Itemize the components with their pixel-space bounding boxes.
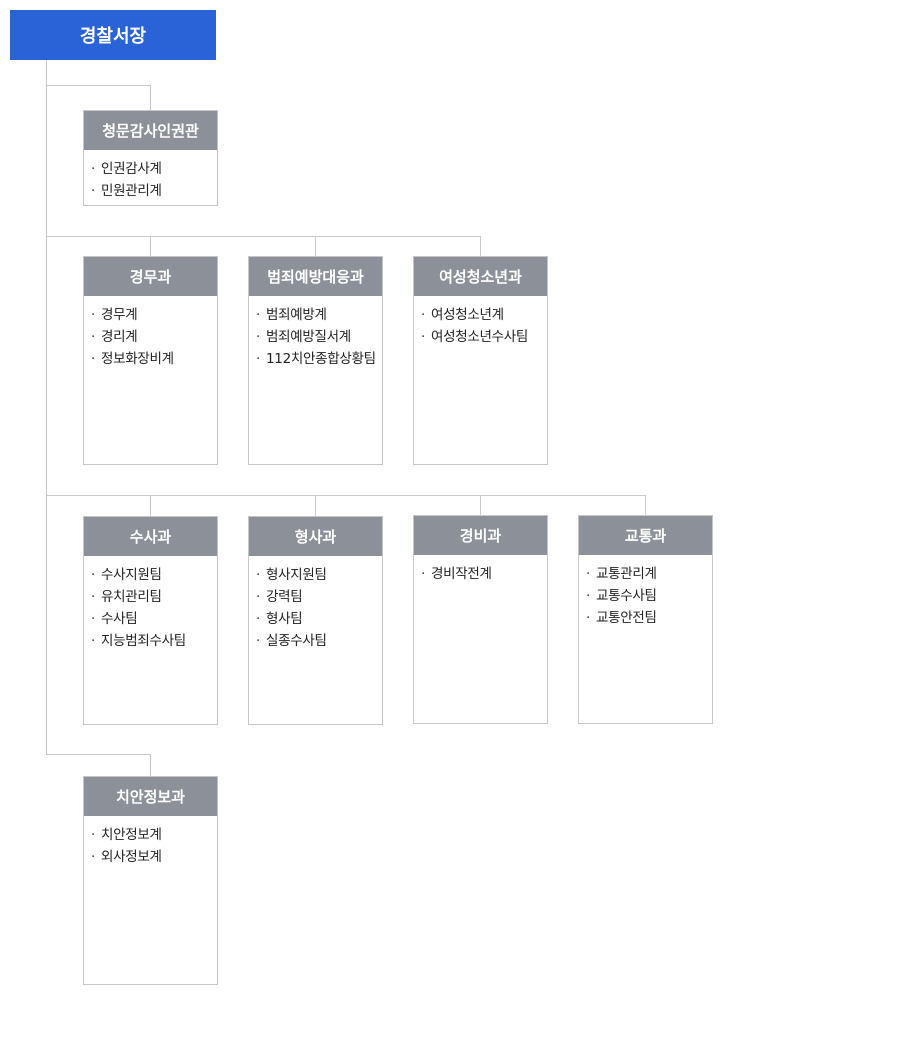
team-list-item: 수사지원팀	[91, 564, 217, 586]
dept-box-inspection: 청문감사인권관인권감사계민원관리계	[83, 110, 218, 206]
dept-box-women-youth: 여성청소년과여성청소년계여성청소년수사팀	[413, 256, 548, 465]
team-list-item: 수사팀	[91, 608, 217, 630]
team-list-item: 교통안전팀	[586, 607, 712, 629]
team-list-item: 정보화장비계	[91, 348, 217, 370]
dept-box-security: 경비과경비작전계	[413, 515, 548, 724]
drop-line-traffic	[645, 495, 646, 516]
team-list-item: 형사지원팀	[256, 564, 382, 586]
team-list-item: 경비작전계	[421, 563, 547, 585]
drop-line-crime-prevention	[315, 236, 316, 257]
dept-title: 치안정보과	[84, 777, 217, 816]
dept-team-list: 형사지원팀강력팀형사팀실종수사팀	[249, 556, 382, 652]
team-list-item: 교통관리계	[586, 563, 712, 585]
dept-team-list: 인권감사계민원관리계	[84, 150, 217, 202]
trunk-line	[46, 60, 47, 754]
team-list-item: 경리계	[91, 326, 217, 348]
team-list-item: 교통수사팀	[586, 585, 712, 607]
team-list-item: 실종수사팀	[256, 630, 382, 652]
team-list-item: 112치안종합상황팀	[256, 348, 382, 370]
dept-title: 형사과	[249, 517, 382, 556]
dept-title: 수사과	[84, 517, 217, 556]
drop-line-investigation	[150, 495, 151, 517]
dept-team-list: 경무계경리계정보화장비계	[84, 296, 217, 370]
branch-line-row2	[46, 236, 481, 237]
team-list-item: 경무계	[91, 304, 217, 326]
dept-box-intelligence: 치안정보과치안정보계외사정보계	[83, 776, 218, 985]
dept-team-list: 교통관리계교통수사팀교통안전팀	[579, 555, 712, 629]
chief-label: 경찰서장	[79, 26, 147, 47]
dept-box-crime-prevention: 범죄예방대응과범죄예방계범죄예방질서계112치안종합상황팀	[248, 256, 383, 465]
branch-line-row3	[46, 495, 646, 496]
dept-team-list: 범죄예방계범죄예방질서계112치안종합상황팀	[249, 296, 382, 370]
team-list-item: 치안정보계	[91, 824, 217, 846]
dept-team-list: 치안정보계외사정보계	[84, 816, 217, 868]
branch-line-row1	[46, 85, 151, 86]
team-list-item: 민원관리계	[91, 180, 217, 202]
dept-title: 경비과	[414, 516, 547, 555]
team-list-item: 지능범죄수사팀	[91, 630, 217, 652]
team-list-item: 인권감사계	[91, 158, 217, 180]
drop-line-intelligence	[150, 754, 151, 777]
team-list-item: 유치관리팀	[91, 586, 217, 608]
team-list-item: 형사팀	[256, 608, 382, 630]
branch-line-row4	[46, 754, 151, 755]
chief-box: 경찰서장	[10, 10, 216, 60]
dept-title: 여성청소년과	[414, 257, 547, 296]
team-list-item: 범죄예방질서계	[256, 326, 382, 348]
dept-title: 경무과	[84, 257, 217, 296]
drop-line-women-youth	[480, 236, 481, 257]
dept-title: 청문감사인권관	[84, 111, 217, 150]
team-list-item: 여성청소년계	[421, 304, 547, 326]
team-list-item: 범죄예방계	[256, 304, 382, 326]
dept-box-investigation: 수사과수사지원팀유치관리팀수사팀지능범죄수사팀	[83, 516, 218, 725]
dept-box-admin: 경무과경무계경리계정보화장비계	[83, 256, 218, 465]
dept-title: 교통과	[579, 516, 712, 555]
drop-line-admin	[150, 236, 151, 257]
team-list-item: 강력팀	[256, 586, 382, 608]
drop-line-inspection	[150, 85, 151, 111]
dept-team-list: 수사지원팀유치관리팀수사팀지능범죄수사팀	[84, 556, 217, 652]
team-list-item: 여성청소년수사팀	[421, 326, 547, 348]
drop-line-criminal	[315, 495, 316, 517]
dept-title: 범죄예방대응과	[249, 257, 382, 296]
team-list-item: 외사정보계	[91, 846, 217, 868]
dept-box-traffic: 교통과교통관리계교통수사팀교통안전팀	[578, 515, 713, 724]
dept-box-criminal: 형사과형사지원팀강력팀형사팀실종수사팀	[248, 516, 383, 725]
dept-team-list: 경비작전계	[414, 555, 547, 585]
dept-team-list: 여성청소년계여성청소년수사팀	[414, 296, 547, 348]
drop-line-security	[480, 495, 481, 516]
